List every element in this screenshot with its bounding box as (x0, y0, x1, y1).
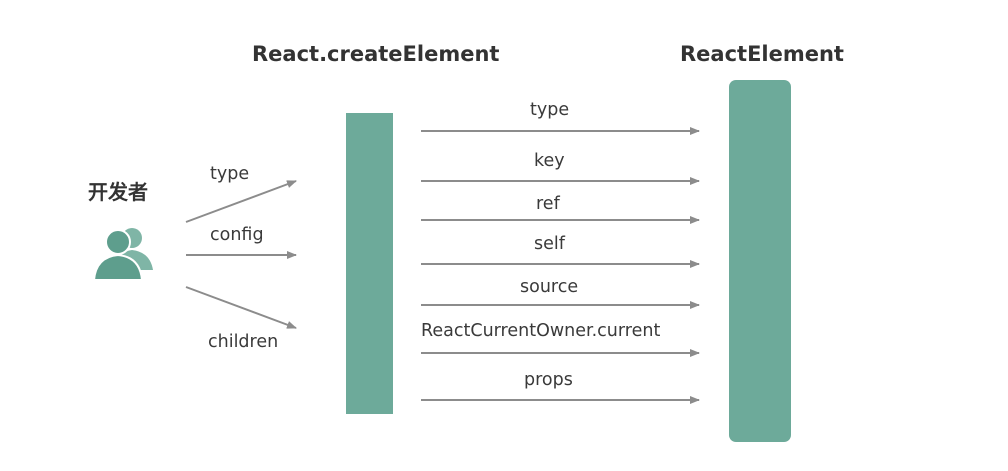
react-element-bar (729, 80, 791, 442)
output-label-self: self (534, 234, 565, 254)
output-label-ref: ref (536, 194, 560, 214)
developer-label: 开发者 (88, 180, 148, 204)
create-element-bar (346, 113, 393, 414)
input-label-type: type (210, 164, 250, 184)
output-label-owner: ReactCurrentOwner.current (421, 321, 661, 341)
input-arrow-type (185, 180, 297, 223)
output-label-type: type (530, 100, 570, 120)
input-label-children: children (208, 332, 279, 352)
input-arrow-children (185, 286, 297, 329)
output-label-props: props (524, 370, 573, 390)
input-label-config: config (210, 225, 264, 245)
create-element-title: React.createElement (252, 42, 500, 66)
react-element-title: ReactElement (680, 42, 844, 66)
output-label-source: source (520, 277, 579, 297)
users-icon (92, 228, 153, 281)
output-label-key: key (534, 151, 565, 171)
